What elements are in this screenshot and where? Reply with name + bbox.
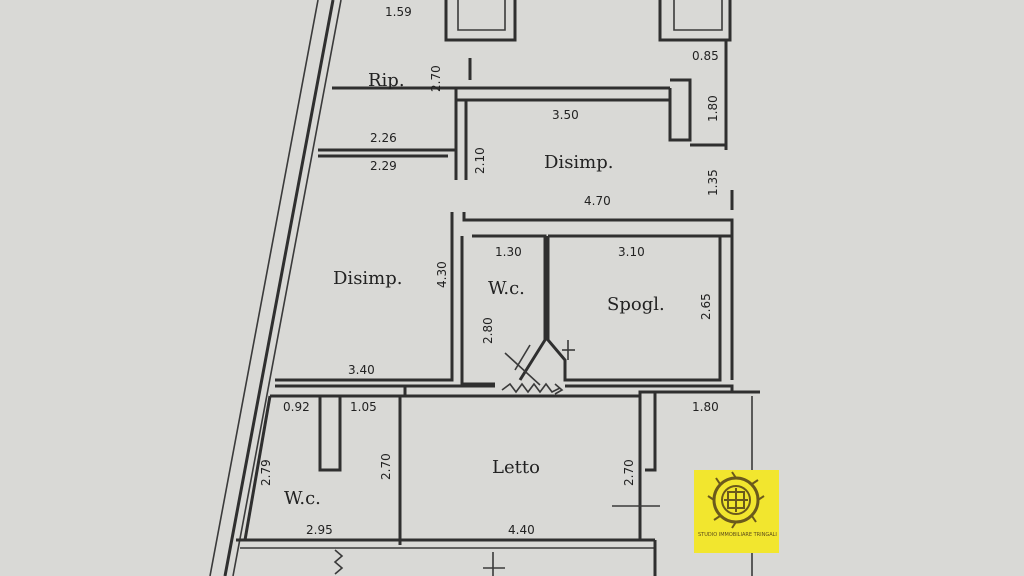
room-label-spogl: Spogl. — [607, 294, 665, 315]
dimension-label: 1.80 — [706, 95, 720, 122]
dimension-label: 2.70 — [622, 459, 636, 486]
dimension-label: 3.40 — [348, 363, 375, 377]
middle-walls — [275, 190, 734, 395]
stamp-logo-icon — [707, 471, 765, 529]
top-walls — [318, 0, 732, 180]
dimension-label: 2.70 — [379, 453, 393, 480]
dimension-label: 2.10 — [473, 147, 487, 174]
dimension-label: 2.95 — [306, 523, 333, 537]
dimension-label: 2.70 — [429, 65, 443, 92]
dimension-label: 0.85 — [692, 49, 719, 63]
dimension-label: 1.30 — [495, 245, 522, 259]
dimension-label: 2.29 — [370, 159, 397, 173]
left-facade-wall — [209, 0, 342, 576]
room-label-rip: Rip. — [368, 70, 405, 91]
room-label-disimp-top: Disimp. — [544, 152, 614, 173]
dimension-label: 1.59 — [385, 5, 412, 19]
dimension-label: 2.65 — [699, 293, 713, 320]
room-label-letto: Letto — [492, 457, 540, 478]
dimension-label: 2.26 — [370, 131, 397, 145]
agency-stamp: STUDIO IMMOBILIARE TRINGALI — [694, 470, 779, 553]
dimension-label: 2.80 — [481, 317, 495, 344]
stamp-text: STUDIO IMMOBILIARE TRINGALI — [698, 532, 777, 538]
room-label-wc-center: W.c. — [488, 278, 525, 299]
room-label-wc-left: W.c. — [284, 488, 321, 509]
dimension-label: 4.40 — [508, 523, 535, 537]
dimension-label: 3.50 — [552, 108, 579, 122]
dimension-label: 4.70 — [584, 194, 611, 208]
lower-walls — [236, 384, 760, 576]
dimension-label: 4.30 — [435, 261, 449, 288]
dimension-label: 3.10 — [618, 245, 645, 259]
dimension-label: 1.05 — [350, 400, 377, 414]
dimension-label: 1.35 — [706, 169, 720, 196]
dimension-label: 1.80 — [692, 400, 719, 414]
dimension-label: 2.79 — [259, 459, 273, 486]
dimension-label: 0.92 — [283, 400, 310, 414]
room-label-disimp-left: Disimp. — [333, 268, 403, 289]
